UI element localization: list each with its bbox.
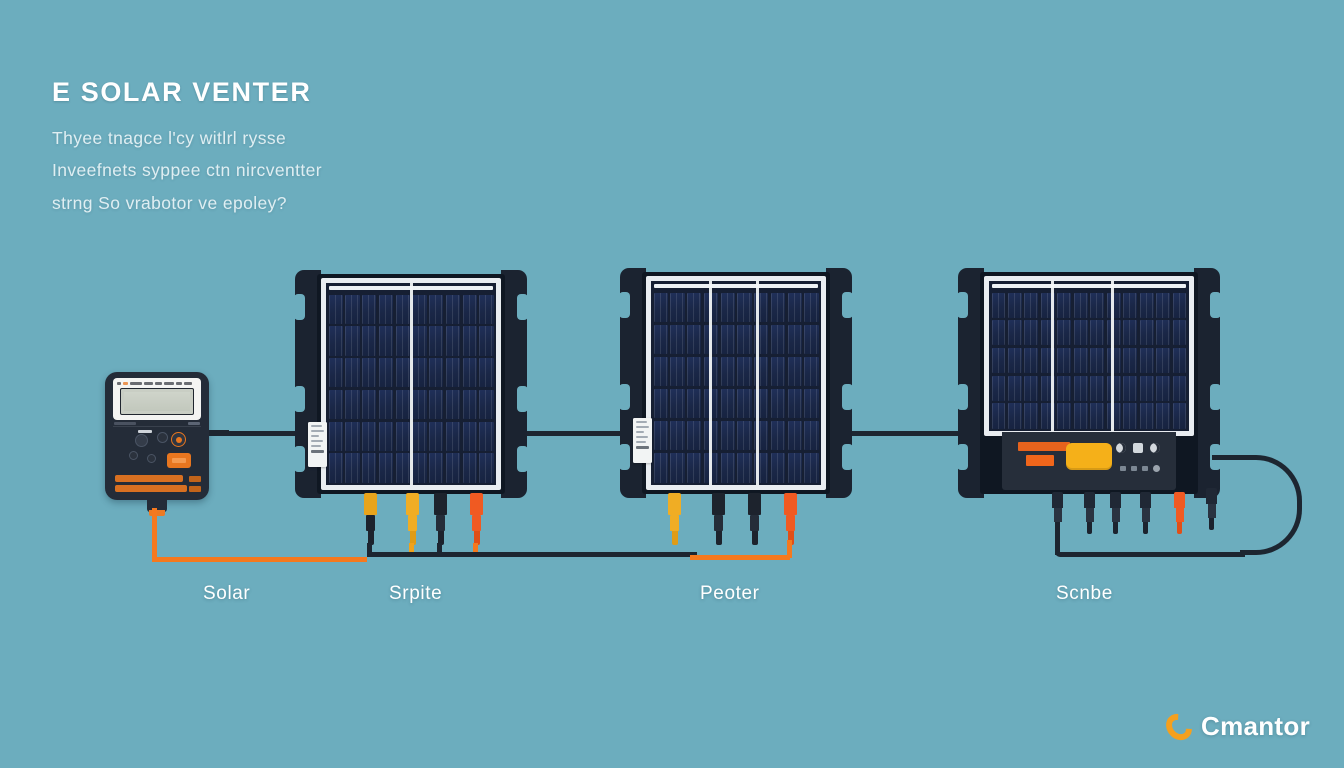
inverter-cable-left-riser	[1055, 530, 1060, 555]
lcd-display-icon	[120, 388, 194, 415]
inverter-cable-bottom	[1055, 552, 1245, 557]
inverter-frame	[980, 272, 1198, 494]
panel2-glass	[651, 281, 821, 485]
inverter-secondary-icons	[1120, 465, 1160, 472]
panel1-spec-sticker	[308, 422, 327, 467]
panel2-busbar-right	[756, 281, 760, 485]
panel2-bracket-right	[826, 268, 853, 498]
multimeter-info-bar-1	[115, 475, 183, 482]
inverter-connector-3[interactable]	[1110, 492, 1121, 534]
panel1-connector-black[interactable]	[434, 493, 447, 545]
inverter-control-face	[1002, 432, 1176, 490]
multimeter-label-left	[114, 422, 136, 425]
multimeter-device[interactable]	[105, 372, 229, 516]
panel1-silver-frame	[321, 278, 501, 490]
page-title: E SOLAR VENTER	[52, 77, 312, 107]
brand-name: Cmantor	[1201, 711, 1310, 741]
multimeter-knob-4[interactable]	[147, 454, 156, 463]
multimeter-power-button[interactable]	[167, 453, 191, 468]
inverter-top-busbar	[992, 284, 1186, 288]
panel2-connector-black-1[interactable]	[712, 493, 725, 545]
multimeter-knob-1[interactable]	[135, 434, 148, 447]
c-swoosh-icon	[1160, 708, 1198, 745]
inverter-cable-top-run	[1212, 455, 1244, 460]
panel2-connector-amber[interactable]	[668, 493, 681, 545]
crescent-icon	[1150, 443, 1160, 453]
panel1-cell-grid	[326, 292, 496, 485]
wire-panel2-to-inverter	[848, 431, 973, 436]
inverter-connector-1[interactable]	[1052, 492, 1063, 534]
multimeter-side-port	[209, 430, 229, 435]
panel2-connector-black-2[interactable]	[748, 493, 761, 545]
panel1-glass	[326, 283, 496, 485]
inverter-connector-6[interactable]	[1206, 488, 1217, 530]
header-block: E SOLAR VENTER Thyee tnagce l'cy witlrl …	[52, 77, 692, 213]
inverter-glass	[989, 281, 1189, 431]
panel1-frame	[317, 274, 505, 494]
solar-panel-1[interactable]	[294, 270, 528, 498]
subtitle-line-2: Inveefnets syppee ctn nircventter	[52, 160, 323, 181]
panel1-connector-yellow[interactable]	[364, 493, 377, 545]
inverter-model-mark	[1026, 455, 1054, 466]
inverter-connector-orange[interactable]	[1174, 492, 1185, 534]
panel1-drop-1	[367, 543, 372, 555]
panel1-bracket-right	[501, 270, 528, 498]
multimeter-info-bar-2	[115, 485, 187, 492]
multimeter-info-tag-2	[189, 486, 201, 492]
orange-lead-vertical	[152, 508, 157, 560]
brand-logo: Cmantor	[1160, 708, 1310, 745]
inverter-status-icons	[1116, 443, 1160, 453]
panel2-top-busbar	[654, 284, 818, 288]
panel1-drop-2	[409, 543, 414, 555]
inverter-cell-grid	[989, 290, 1189, 431]
panel2-spec-sticker	[633, 418, 652, 463]
panel2-orange-drop	[787, 540, 792, 558]
wire-orange-return	[690, 555, 790, 560]
inverter-cable-loop	[1240, 455, 1302, 555]
moon-icon	[1116, 443, 1126, 453]
panel1-center-busbar	[409, 283, 413, 485]
camera-icon	[1133, 443, 1143, 453]
multimeter-top-legend	[117, 381, 197, 386]
inverter-busbar-2	[1111, 281, 1114, 431]
subtitle-line-3: strng So vrabotor ve epoley?	[52, 192, 287, 213]
panel1-drop-3	[437, 543, 442, 555]
inverter-busbar-1	[1051, 281, 1054, 431]
multimeter-dial-label	[138, 430, 152, 433]
multimeter-screen-plate	[113, 378, 201, 420]
multimeter-label-right	[188, 422, 200, 425]
panel1-drop-4	[473, 543, 478, 555]
caption-scnbe: Scnbe	[1056, 583, 1113, 604]
multimeter-info-tag-1	[189, 476, 201, 482]
subtitle-line-1: Thyee tnagce l'cy witlrl rysse	[52, 127, 287, 148]
multimeter-divider	[113, 426, 201, 427]
caption-solar: Solar	[203, 583, 251, 604]
inverter-connector-4[interactable]	[1140, 492, 1151, 534]
panel2-frame	[642, 272, 830, 494]
panel2-busbar-left	[708, 281, 712, 485]
multimeter-output-port	[149, 510, 165, 516]
multimeter-rotary-dial[interactable]	[171, 432, 186, 447]
wire-panel1-to-panel2	[520, 431, 640, 436]
solar-panel-2[interactable]	[619, 268, 853, 498]
inverter-power-button[interactable]	[1066, 443, 1112, 470]
inverter-brand-mark	[1018, 442, 1070, 451]
inverter-silver-frame	[984, 276, 1194, 436]
caption-peoter: Peoter	[700, 583, 760, 604]
orange-lead-horizontal	[152, 557, 367, 562]
caption-srpite: Srpite	[389, 583, 443, 604]
panel2-silver-frame	[646, 276, 826, 490]
multimeter-knob-2[interactable]	[157, 432, 168, 443]
panel2-cell-grid	[651, 290, 821, 485]
inverter-connector-2[interactable]	[1084, 492, 1095, 534]
panel2-connector-orange[interactable]	[784, 493, 797, 545]
wire-bus-panel1-panel2	[367, 552, 697, 557]
panel1-connector-orange[interactable]	[470, 493, 483, 545]
multimeter-knob-3[interactable]	[129, 451, 138, 460]
inverter-bracket-left	[957, 268, 984, 498]
inverter-device[interactable]	[957, 268, 1221, 498]
wire-meter-to-panel1	[200, 431, 310, 436]
panel1-connector-amber[interactable]	[406, 493, 419, 545]
